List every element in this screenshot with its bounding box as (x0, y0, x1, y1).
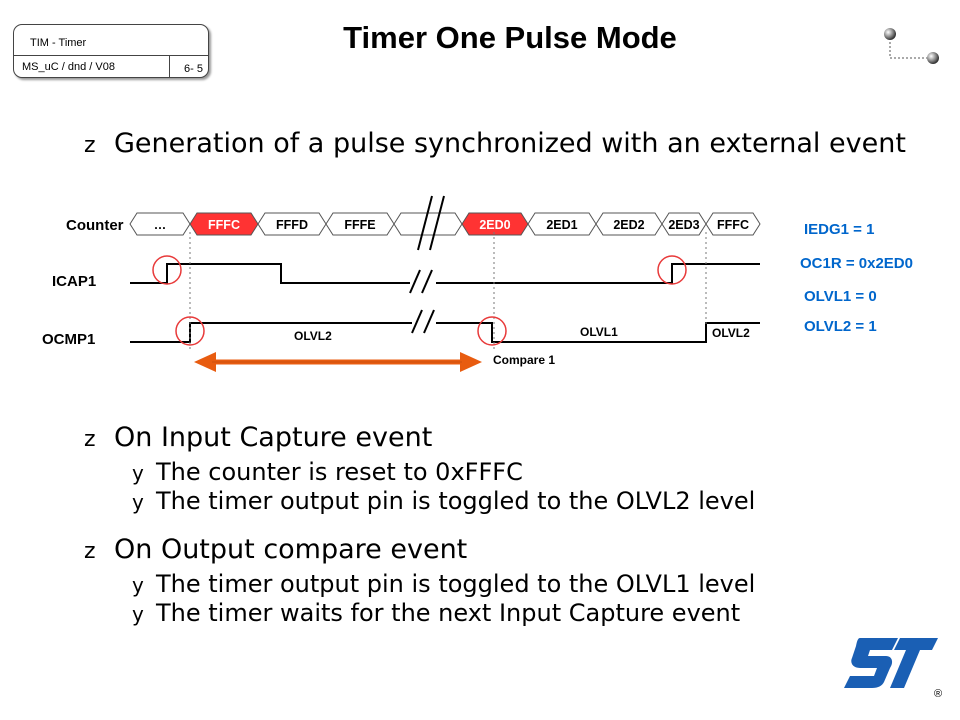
header-divider-vertical (169, 55, 170, 77)
break-mark-ocmp-a (411, 309, 423, 334)
row-label-counter: Counter (66, 217, 124, 234)
break-mark-ocmp-b (423, 309, 435, 334)
timing-diagram: Counter ICAP1 OCMP1 … FFFC FFFD FFFE 2ED0 2ED… (42, 195, 913, 372)
registered-mark: ® (934, 688, 943, 700)
bullet-y-icon: y (132, 573, 144, 597)
setting-iedg1: IEDG1 = 1 (804, 221, 874, 238)
intro-bullet-text: Generation of a pulse synchronized with … (114, 128, 906, 159)
header-topic: TIM - Timer (30, 37, 87, 49)
icap-waveform-right (436, 263, 760, 284)
row-label-icap: ICAP1 (52, 273, 96, 290)
pulse-duration-arrow (194, 352, 482, 372)
bullet-y-icon: y (132, 461, 144, 485)
list-item-text: The timer waits for the next Input Captu… (156, 599, 741, 627)
counter-cell-shape (705, 212, 761, 236)
list-item-text: The counter is reset to 0xFFFC (156, 458, 523, 486)
counter-cell-label: FFFC (717, 218, 749, 232)
row-label-ocmp: OCMP1 (42, 331, 95, 348)
ocmp-label-olvl2-right: OLVL2 (712, 326, 750, 340)
counter-cell-label: 2ED1 (546, 218, 577, 232)
break-mark-counter-b (429, 195, 445, 251)
icap-waveform-left (130, 263, 410, 284)
section-heading-text: On Output compare event (114, 534, 468, 565)
bullet-z-icon: z (84, 539, 96, 564)
page-title: Timer One Pulse Mode (343, 20, 677, 55)
list-item: y The counter is reset to 0xFFFC (132, 458, 523, 486)
setting-olvl2: OLVL2 = 1 (804, 318, 877, 335)
counter-cell-label: FFFE (344, 218, 375, 232)
break-mark-icap-b (421, 269, 433, 294)
counter-cell-label: FFFD (276, 218, 308, 232)
list-item: y The timer output pin is toggled to the … (132, 487, 755, 515)
setting-oc1r: OC1R = 0x2ED0 (800, 255, 913, 272)
ocmp-label-olvl2-left: OLVL2 (294, 329, 332, 343)
counter-cell-label: 2ED3 (668, 218, 699, 232)
bullet-y-icon: y (132, 602, 144, 626)
st-logo-icon (844, 638, 938, 688)
break-mark-icap-a (409, 269, 421, 294)
ocmp-event-circle-1 (175, 316, 205, 346)
counter-cell-label: … (154, 218, 167, 232)
break-mark-counter-a (417, 195, 433, 251)
bullet-z-icon: z (84, 133, 96, 158)
section-heading-input-capture: z On Input Capture event (84, 422, 432, 453)
header-page-number: 6- 5 (184, 63, 203, 75)
intro-bullet: z Generation of a pulse synchronized with… (84, 128, 906, 159)
icap-event-circle-2 (657, 255, 687, 285)
counter-cell-label: 2ED0 (479, 218, 510, 232)
list-item-text: The timer output pin is toggled to the O… (156, 570, 756, 598)
header-code: MS_uC / dnd / V08 (22, 61, 115, 73)
setting-olvl1: OLVL1 = 0 (804, 288, 877, 305)
header-divider (14, 55, 208, 56)
list-item: y The timer output pin is toggled to the … (132, 570, 755, 598)
list-item-text: The timer output pin is toggled to the O… (156, 487, 756, 515)
counter-cell-label: FFFC (208, 218, 240, 232)
corner-decoration-icon (884, 28, 939, 64)
ocmp-waveform-left (130, 322, 412, 343)
counter-cell-label: 2ED2 (613, 218, 644, 232)
counter-cell-shape (393, 212, 463, 236)
counter-cells: … FFFC FFFD FFFE 2ED0 2ED1 2ED2 2ED3 FFFC (129, 212, 761, 236)
section-heading-output-compare: z On Output compare event (84, 534, 467, 565)
slide-header-box: TIM - Timer MS_uC / dnd / V08 6- 5 (13, 24, 209, 78)
bullet-z-icon: z (84, 427, 96, 452)
ocmp-waveform-right (436, 322, 760, 343)
ocmp-event-circle-2 (477, 316, 507, 346)
bullet-y-icon: y (132, 490, 144, 514)
icap-event-circle-1 (152, 255, 182, 285)
compare-label: Compare 1 (493, 353, 555, 367)
ocmp-label-olvl1: OLVL1 (580, 325, 618, 339)
list-item: y The timer waits for the next Input Capt… (132, 599, 740, 627)
section-heading-text: On Input Capture event (114, 422, 433, 453)
